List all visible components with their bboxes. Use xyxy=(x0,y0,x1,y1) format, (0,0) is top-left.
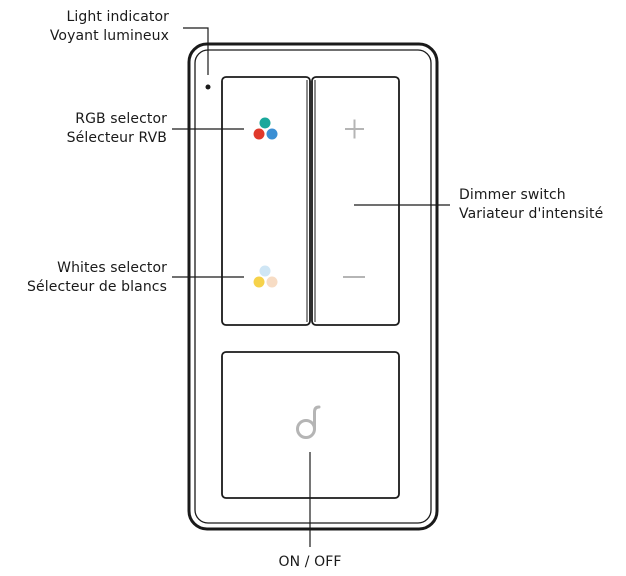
whites-selector-label-en: Whites selector xyxy=(57,260,167,276)
rgb-selector-label-fr: Sélecteur RVB xyxy=(66,130,167,146)
on-off-label-text: ON / OFF xyxy=(278,554,342,570)
switch-frame-inner xyxy=(194,49,432,524)
rgb-whites-button[interactable] xyxy=(221,76,311,326)
leader-lines xyxy=(172,27,450,547)
whites-icon xyxy=(253,265,278,288)
dimmer-button[interactable] xyxy=(311,76,400,326)
rgb-blue-dot xyxy=(266,128,278,140)
light-indicator-dot xyxy=(205,84,211,90)
light-indicator-label-en: Light indicator xyxy=(66,9,169,25)
rgb-red-dot xyxy=(253,128,265,140)
dimmer-switch-label: Dimmer switch Variateur d'intensité xyxy=(459,186,603,224)
d-logo-icon xyxy=(296,405,321,439)
rgb-selector-label-en: RGB selector xyxy=(75,111,167,127)
rgb-selector-label: RGB selector Sélecteur RVB xyxy=(67,110,167,148)
dimmer-switch-label-en: Dimmer switch xyxy=(459,187,566,203)
plus-icon xyxy=(345,119,364,139)
whites-selector-label-fr: Sélecteur de blancs xyxy=(27,279,167,295)
white-blue-dot xyxy=(259,265,271,277)
dimmer-switch-label-fr: Variateur d'intensité xyxy=(459,206,604,222)
light-indicator-label-fr: Voyant lumineux xyxy=(49,28,169,44)
whites-selector-label: Whites selector Sélecteur de blancs xyxy=(27,259,167,297)
rgb-teal-dot xyxy=(259,117,271,129)
light-indicator-leader xyxy=(183,27,209,75)
light-indicator-label: Light indicator Voyant lumineux xyxy=(50,8,169,46)
white-peach-dot xyxy=(266,276,278,288)
white-yellow-dot xyxy=(253,276,265,288)
rgb-icon xyxy=(253,117,278,140)
on-off-label: ON / OFF xyxy=(250,553,370,572)
